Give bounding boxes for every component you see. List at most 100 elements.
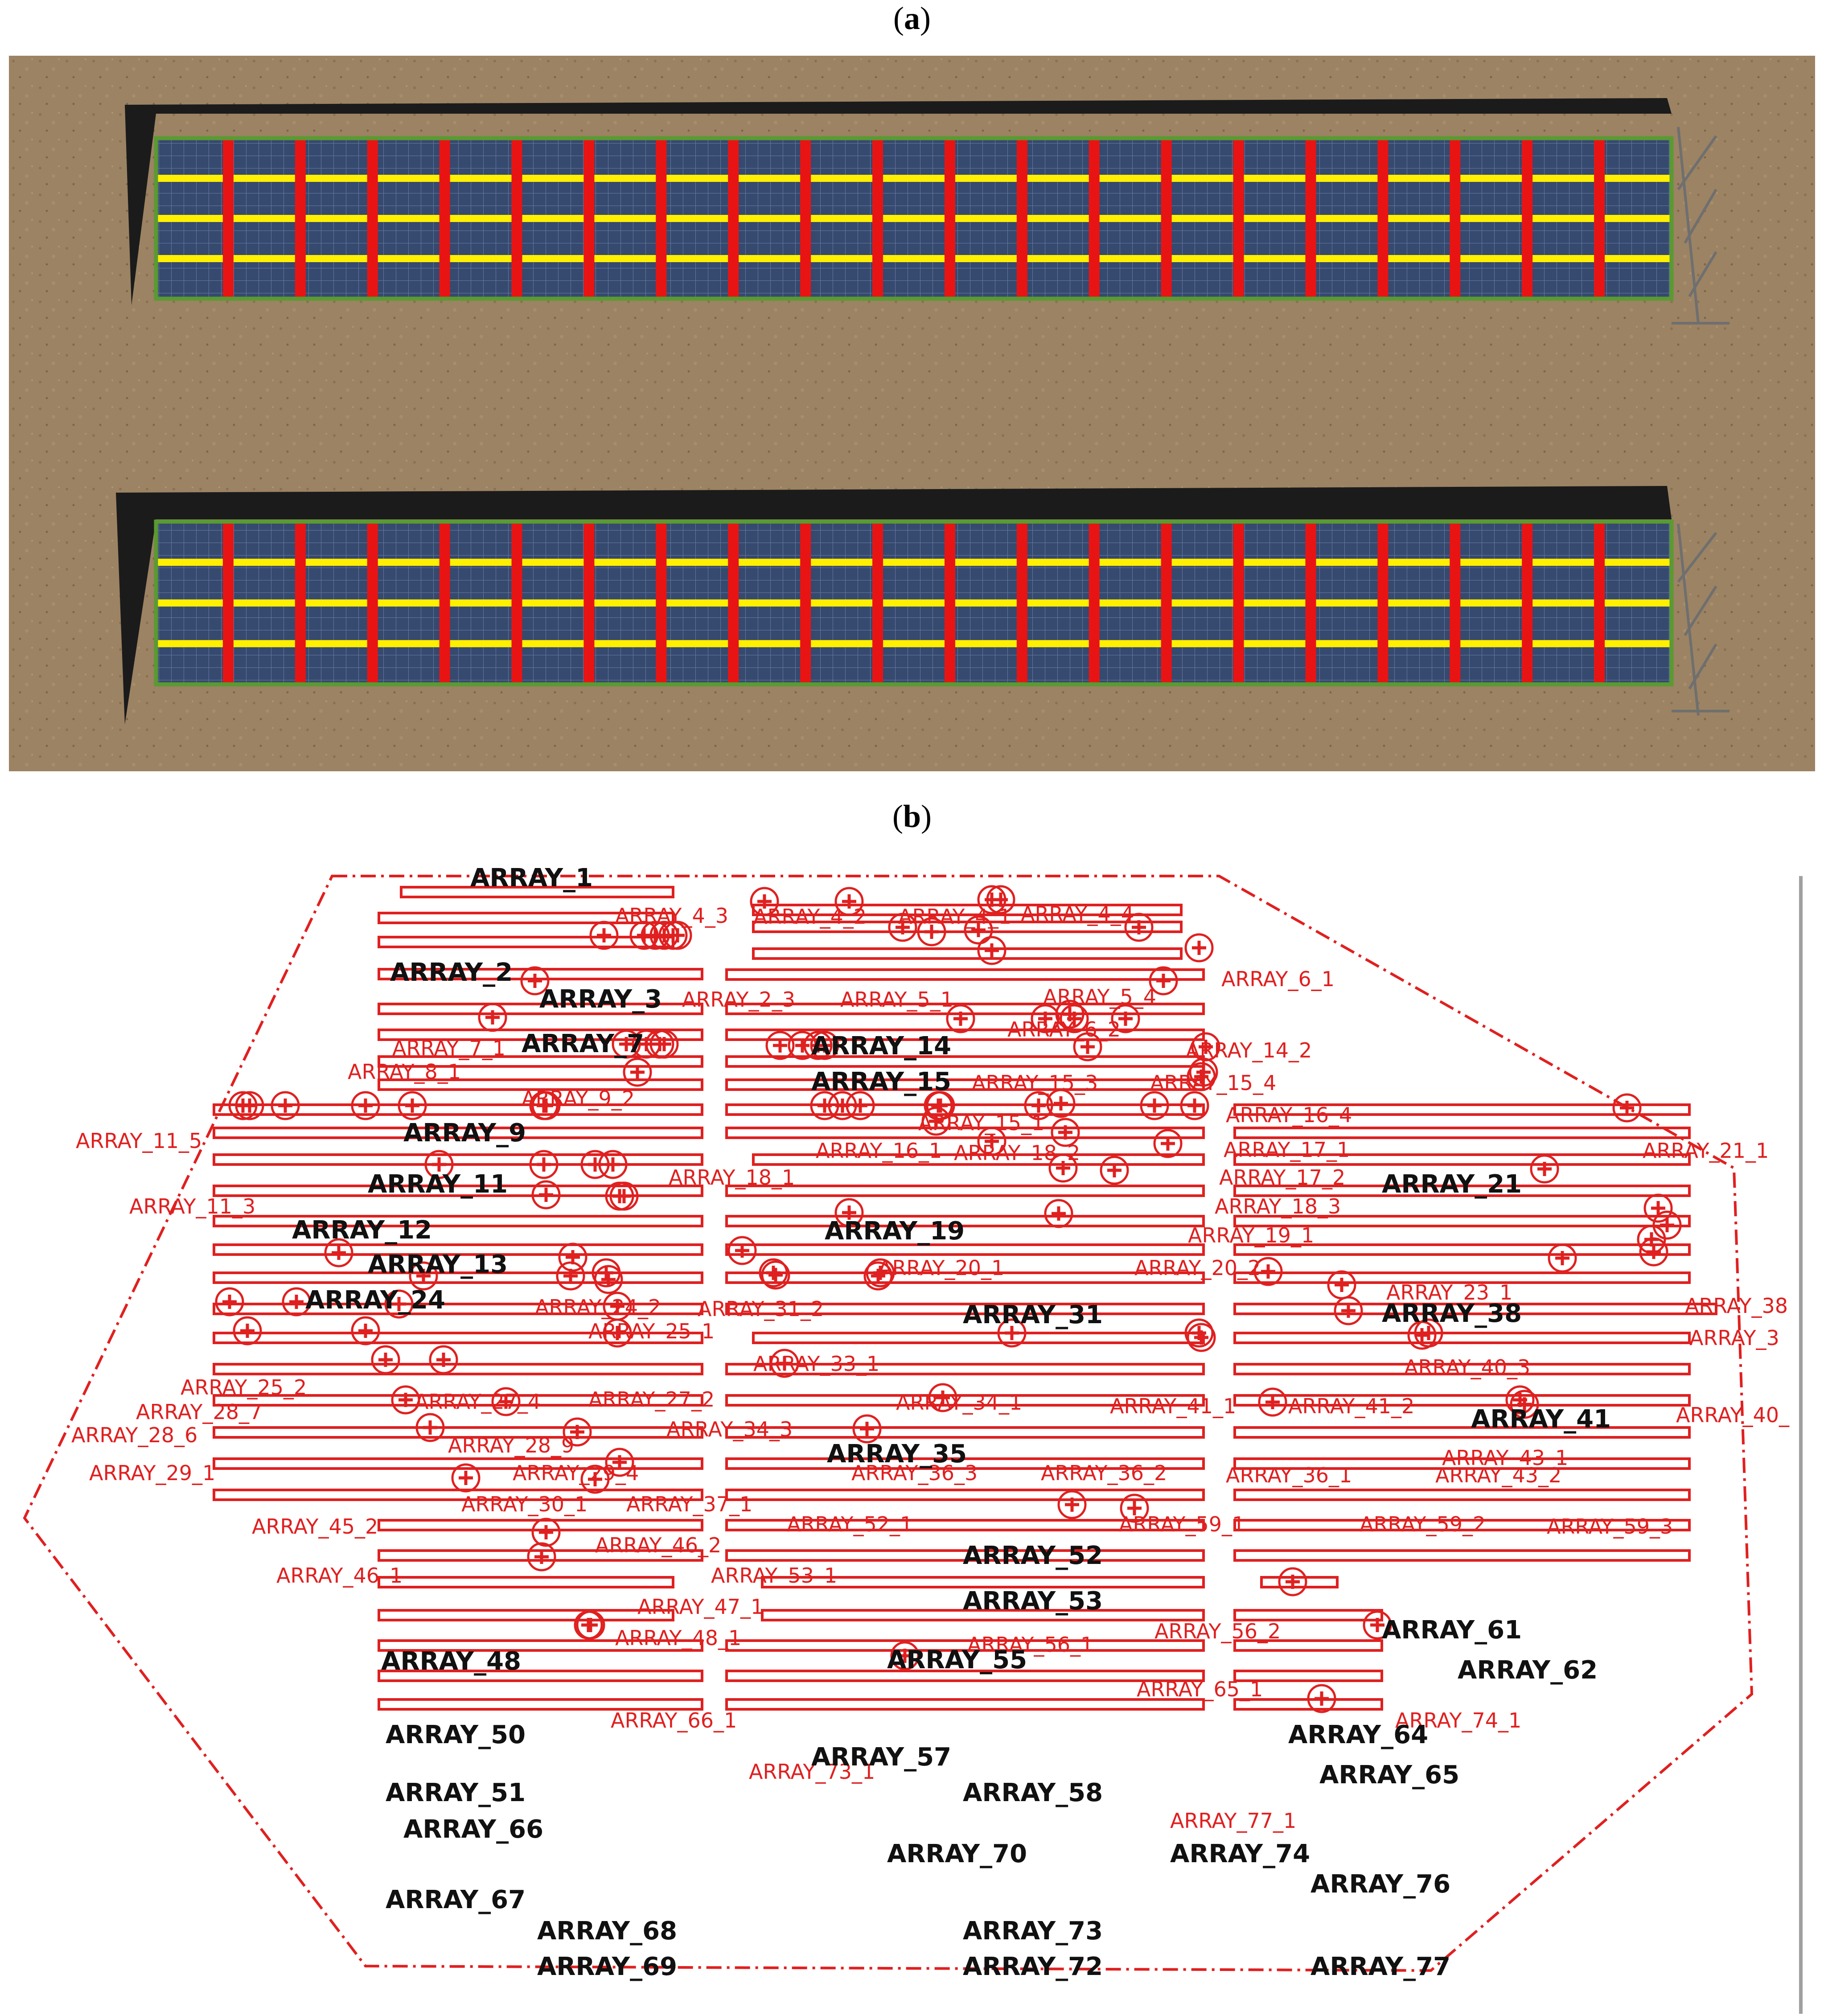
array-row-outline <box>213 1271 703 1284</box>
point-label: ARRAY_48_1 <box>615 1626 741 1650</box>
array-row-outline <box>1233 1394 1691 1407</box>
array-row-outline <box>213 1243 703 1256</box>
array-label: ARRAY_19 <box>825 1217 965 1246</box>
array-row-outline <box>378 1576 674 1588</box>
hotspot-marker <box>1187 1062 1216 1091</box>
array-row-outline <box>1233 1332 1691 1344</box>
row-divider-yellow <box>156 559 1672 566</box>
column-divider-red <box>1016 522 1027 684</box>
caption-b: (b) <box>892 798 932 834</box>
column-divider-red <box>1377 138 1389 299</box>
array-row-outline <box>1233 1271 1691 1284</box>
hotspot-marker <box>1307 1684 1336 1713</box>
point-label: ARRAY_4_2 <box>753 905 867 929</box>
array-row-outline <box>725 1489 1205 1501</box>
point-label: ARRAY_36_1 <box>1226 1463 1352 1487</box>
hotspot-marker <box>846 1091 875 1120</box>
point-label: ARRAY_52_1 <box>787 1512 913 1536</box>
point-label: ARRAY_33_1 <box>753 1352 879 1376</box>
hotspot-marker <box>233 1316 262 1345</box>
point-label: ARRAY_2_3 <box>682 987 795 1012</box>
array-row-outline <box>213 1185 703 1197</box>
hotspot-marker <box>921 1107 951 1136</box>
column-divider-red <box>439 138 450 299</box>
array-row-outline <box>1233 1670 1383 1682</box>
array-row-outline <box>378 1639 703 1652</box>
array-row-outline <box>378 1519 703 1531</box>
array-row-outline <box>725 1698 1205 1711</box>
hotspot-marker <box>1111 1004 1140 1033</box>
array-row-outline <box>378 1670 703 1682</box>
point-label: ARRAY_15_4 <box>1150 1071 1276 1095</box>
hotspot-marker <box>1258 1387 1287 1417</box>
array-label: ARRAY_31 <box>963 1300 1103 1329</box>
array-row-outline <box>213 1394 703 1407</box>
array-label: ARRAY_65 <box>1319 1761 1459 1790</box>
column-divider-red <box>728 522 739 684</box>
array-label: ARRAY_57 <box>811 1743 951 1772</box>
array-label: ARRAY_74 <box>1170 1839 1310 1868</box>
array-row-outline <box>725 1519 1205 1531</box>
point-label: ARRAY_45_2 <box>252 1514 378 1539</box>
column-divider-red <box>511 138 522 299</box>
array-row-outline <box>378 912 674 924</box>
point-label: ARRAY_59_3 <box>1547 1514 1673 1539</box>
array-row-outline <box>1233 1363 1691 1375</box>
hotspot-marker <box>986 885 1015 914</box>
hotspot-marker <box>623 1057 652 1087</box>
point-label: ARRAY_28_6 <box>71 1423 197 1447</box>
column-divider-red <box>1305 522 1316 684</box>
point-label: ARRAY_15_3 <box>972 1071 1098 1095</box>
array-label: ARRAY_73 <box>963 1917 1103 1946</box>
point-label: ARRAY_41_2 <box>1288 1394 1414 1418</box>
point-label: ARRAY_16_1 <box>816 1139 942 1163</box>
column-divider-red <box>944 522 955 684</box>
column-divider-red <box>295 522 306 684</box>
array-label: ARRAY_55 <box>887 1646 1027 1675</box>
array-row-outline <box>1260 1576 1339 1588</box>
hotspot-marker <box>1334 1296 1363 1325</box>
hotspot-marker <box>603 1318 632 1348</box>
array-label: ARRAY_52 <box>963 1541 1103 1570</box>
array-label: ARRAY_70 <box>887 1839 1027 1868</box>
array-row-outline <box>725 968 1205 981</box>
point-label: ARRAY_31_2 <box>698 1297 824 1321</box>
point-label: ARRAY_14_2 <box>1186 1038 1312 1062</box>
caption-a: (a) <box>893 0 931 36</box>
array-label: ARRAY_50 <box>386 1720 526 1749</box>
hotspot-marker <box>1253 1257 1283 1286</box>
array-row-outline <box>213 1215 703 1227</box>
hotspot-marker <box>384 1289 414 1319</box>
array-label: ARRAY_38 <box>1382 1299 1522 1328</box>
hotspot-marker <box>235 1091 264 1120</box>
array-row-outline <box>725 1457 1205 1470</box>
point-label: ARRAY_18_1 <box>669 1165 795 1189</box>
array-row-outline <box>213 1127 703 1139</box>
array-row-outline <box>378 1698 703 1711</box>
array-label: ARRAY_35 <box>827 1440 967 1469</box>
column-divider-red <box>1016 138 1027 299</box>
array-label: ARRAY_1 <box>470 864 593 893</box>
hotspot-marker <box>491 1387 521 1416</box>
hotspot-marker <box>556 1261 585 1291</box>
hotspot-marker <box>1180 1091 1209 1120</box>
point-label: ARRAY_19_1 <box>1188 1223 1314 1247</box>
array-label: ARRAY_77 <box>1310 1952 1450 1981</box>
array-label: ARRAY_41 <box>1471 1405 1611 1434</box>
hotspot-marker <box>1191 1032 1220 1061</box>
point-label: ARRAY_74_1 <box>1395 1708 1521 1732</box>
array-row-outline <box>725 1271 1205 1284</box>
point-label: ARRAY_36_3 <box>851 1461 978 1485</box>
hotspot-marker <box>750 887 779 916</box>
point-label: ARRAY_7_1 <box>392 1036 505 1060</box>
hotspot-marker <box>1643 1193 1673 1223</box>
hotspot-marker <box>1363 1610 1392 1640</box>
array-label: ARRAY_3 <box>539 985 662 1014</box>
array-row-outline <box>725 1243 1205 1256</box>
array-label: ARRAY_72 <box>963 1952 1103 1981</box>
column-divider-red <box>1089 138 1100 299</box>
row-divider-yellow <box>156 640 1672 647</box>
hotspot-marker <box>1100 1156 1129 1185</box>
hotspot-marker <box>946 1004 975 1033</box>
array-row-outline <box>725 1215 1205 1227</box>
